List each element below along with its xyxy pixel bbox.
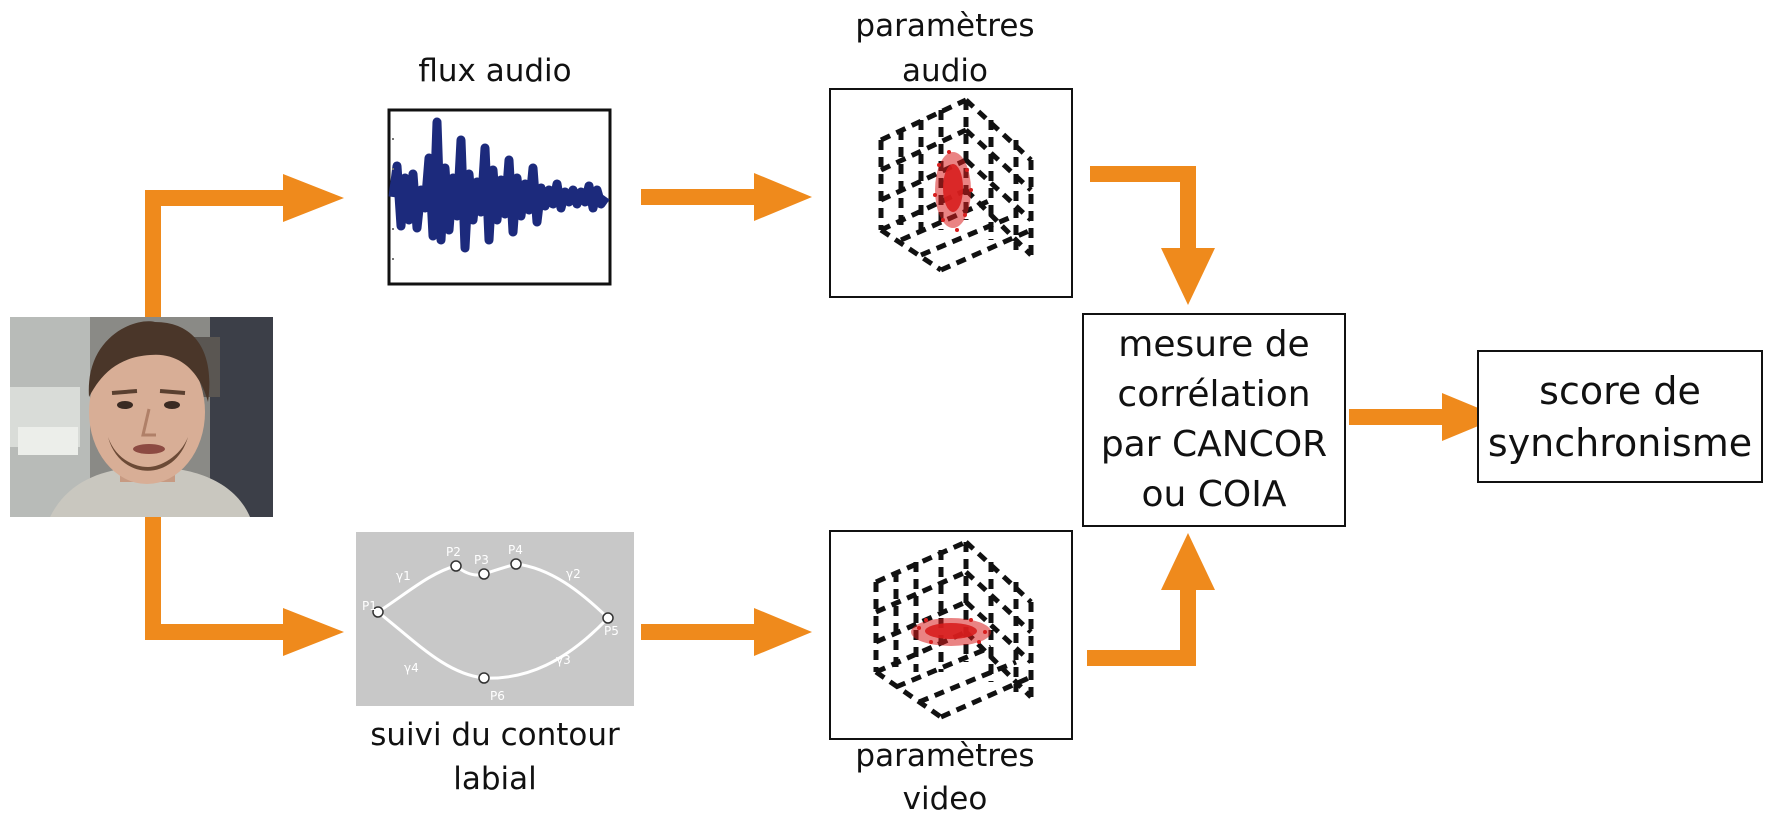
arrow-head-audio-params <box>754 173 812 221</box>
score-line-1: score de <box>1539 368 1701 413</box>
lip-curve-g4: γ4 <box>404 661 419 675</box>
correlation-line-2: corrélation <box>1117 374 1311 415</box>
correlation-measure-box <box>1082 313 1346 527</box>
video-params-label-line1: paramètres <box>855 738 1035 774</box>
arrow-trunk-up <box>145 190 161 318</box>
arrow-correlation-score-shaft <box>1349 409 1444 425</box>
audio-params-box <box>829 88 1073 298</box>
lip-tracking-label-line1: suivi du contour <box>370 717 620 753</box>
arrow-head-video-correlation <box>1161 533 1215 590</box>
arrow-trunk-down <box>145 515 161 640</box>
video-params-label-line2: video <box>902 781 988 817</box>
audio-waveform-plot <box>387 108 612 286</box>
lip-tracking-label-line2: labial <box>453 761 537 797</box>
lip-point-p6: P6 <box>490 689 505 703</box>
speaker-face-photo <box>10 317 273 517</box>
arrow-head-video-params <box>754 608 812 656</box>
video-params-box <box>829 530 1073 740</box>
video-params-cube-plot <box>873 539 1034 720</box>
audio-params-label-line2: audio <box>902 53 988 89</box>
arrow-branch-lip <box>145 624 285 640</box>
arrow-branch-audio <box>145 190 285 206</box>
lip-point-p2: P2 <box>446 545 461 559</box>
arrow-video-elbow-h <box>1087 650 1196 666</box>
score-line-2: synchronisme <box>1487 420 1753 465</box>
lip-curve-g1: γ1 <box>396 569 411 583</box>
arrow-head-to-lip-tracking <box>283 608 344 656</box>
sync-score-text: score de synchronisme <box>1477 350 1763 483</box>
correlation-line-1: mesure de <box>1118 324 1310 365</box>
correlation-line-4: ou COIA <box>1141 474 1287 515</box>
lip-point-p4: P4 <box>508 543 523 557</box>
sync-score-box <box>1477 350 1763 483</box>
lip-point-p3: P3 <box>474 553 489 567</box>
arrow-audio-to-params-shaft <box>641 189 756 205</box>
arrow-audio-elbow-v <box>1180 166 1196 250</box>
correlation-line-3: par CANCOR <box>1100 424 1328 465</box>
lip-point-p5: P5 <box>604 624 619 638</box>
arrow-head-score <box>1442 393 1500 441</box>
arrow-audio-elbow-h <box>1090 166 1196 182</box>
audio-stream-label: flux audio <box>418 53 572 89</box>
correlation-measure-text: mesure de corrélation par CANCOR ou COIA <box>1082 313 1346 527</box>
lip-curve-g3: γ3 <box>556 653 571 667</box>
lip-curve-g2: γ2 <box>566 567 581 581</box>
arrow-head-to-audio-stream <box>283 174 344 222</box>
arrow-video-elbow-v <box>1180 588 1196 666</box>
audio-params-cube-plot <box>878 97 1034 273</box>
lip-contour-model: P1 P2 P3 P4 P5 P6 γ1 γ2 γ3 γ4 <box>356 532 634 706</box>
arrow-head-audio-correlation <box>1161 248 1215 305</box>
arrow-lip-to-params-shaft <box>641 624 756 640</box>
lip-point-p1: P1 <box>362 599 377 613</box>
audio-params-label-line1: paramètres <box>855 8 1035 44</box>
